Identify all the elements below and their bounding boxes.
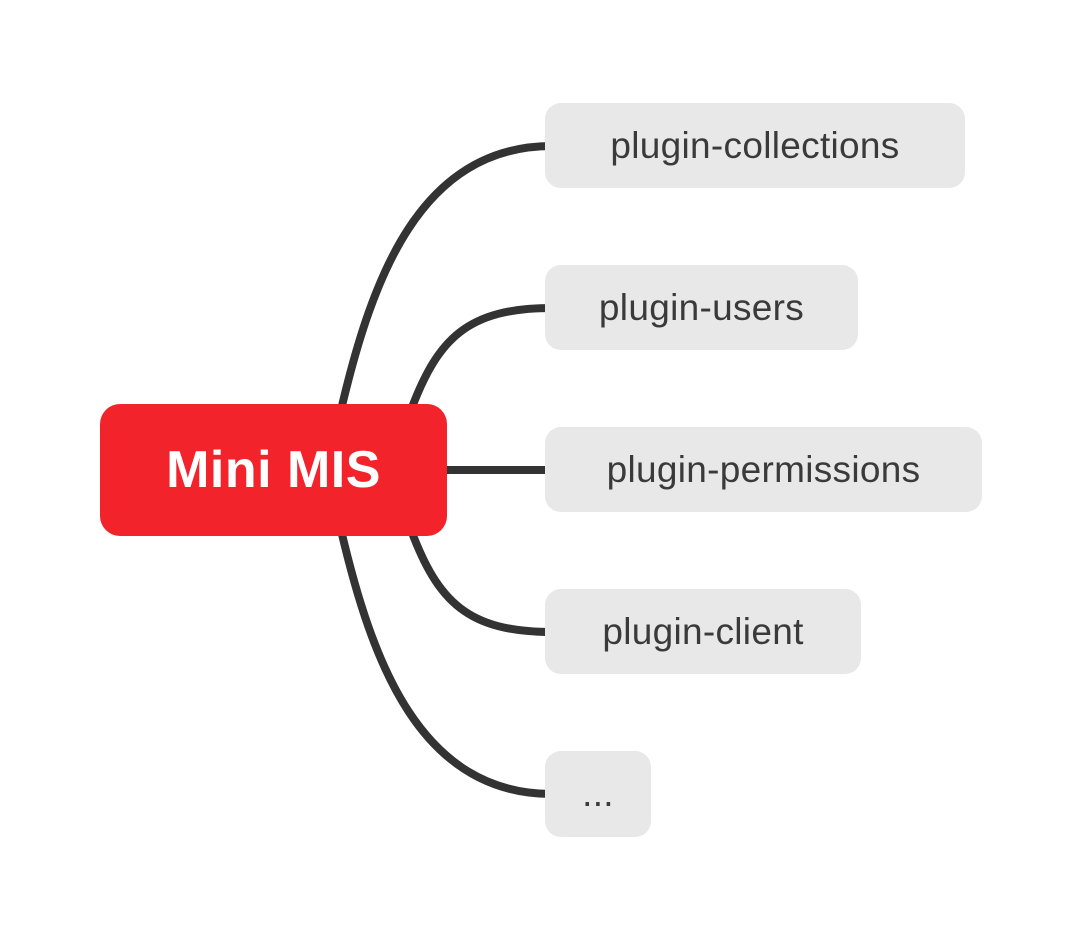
connector-root-to-plugin-client — [407, 528, 553, 636]
branch-node-plugin-permissions[interactable]: plugin-permissions — [545, 427, 982, 512]
branch-node-label: plugin-users — [598, 286, 805, 328]
branch-node-ellipsis[interactable]: ... — [545, 751, 651, 837]
connector-root-to-ellipsis — [337, 529, 553, 798]
connector-root-to-plugin-users — [407, 304, 553, 412]
branch-node-label: ... — [582, 773, 614, 814]
connector-root-to-plugin-collections — [337, 142, 553, 411]
branch-node-plugin-client[interactable]: plugin-client — [545, 589, 861, 674]
branch-node-plugin-collections[interactable]: plugin-collections — [545, 103, 965, 188]
branch-node-label: plugin-client — [602, 610, 804, 652]
branch-node-label: plugin-permissions — [606, 448, 921, 490]
root-node-mini-mis[interactable]: Mini MIS — [100, 404, 447, 536]
branch-node-plugin-users[interactable]: plugin-users — [545, 265, 858, 350]
branch-node-label: plugin-collections — [610, 124, 900, 166]
root-node-label: Mini MIS — [166, 441, 381, 499]
